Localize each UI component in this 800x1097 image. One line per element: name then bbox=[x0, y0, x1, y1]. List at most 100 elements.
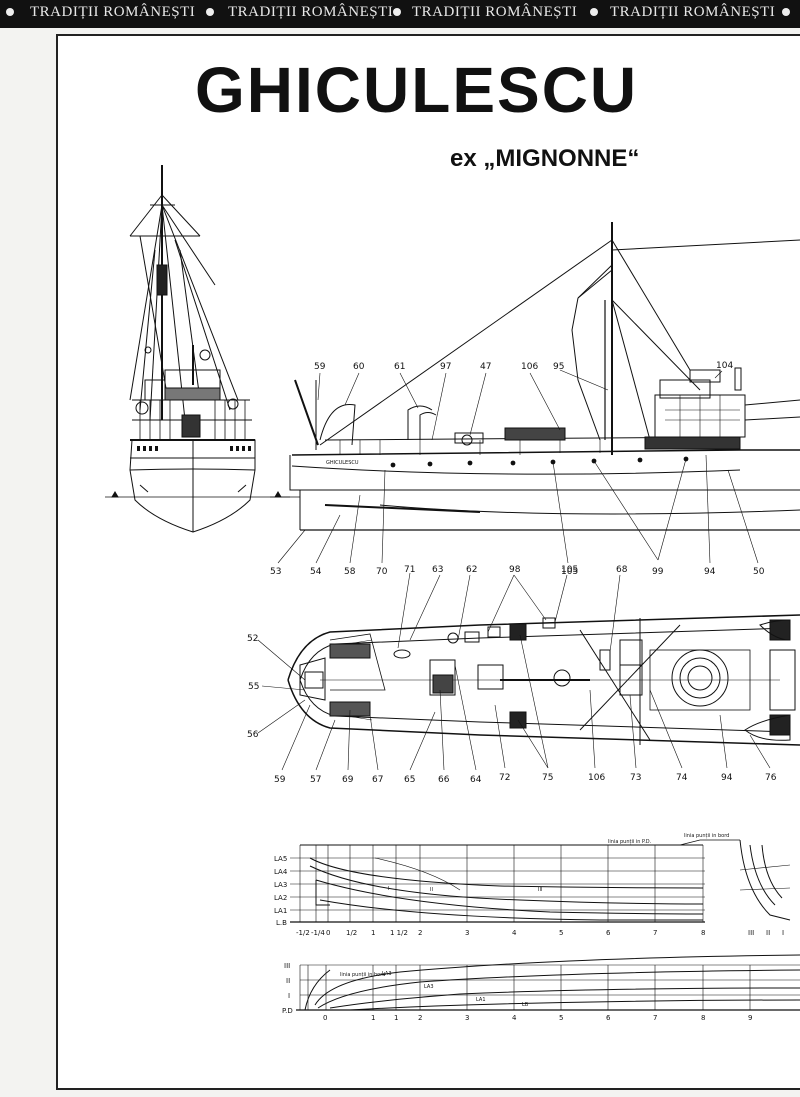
station-label: 5 bbox=[559, 929, 563, 937]
callout-label: 62 bbox=[466, 565, 477, 575]
station-label: 3 bbox=[465, 1014, 469, 1022]
bullet-icon bbox=[590, 8, 598, 16]
callout-label: 74 bbox=[676, 773, 688, 783]
station-label: 1/2 bbox=[346, 929, 357, 937]
station-label: 0 bbox=[326, 929, 330, 937]
page-title: GHICULESCU bbox=[195, 54, 639, 126]
banner-text: TRADIȚII ROMÂNEȘTI bbox=[30, 4, 196, 20]
station-label: 1 bbox=[394, 1014, 398, 1022]
curve-label: I bbox=[388, 886, 389, 892]
station-label: 4 bbox=[512, 1014, 517, 1022]
callout-label: 75 bbox=[542, 773, 553, 783]
callout-label: 47 bbox=[480, 362, 491, 372]
callout-label: 105 bbox=[561, 565, 578, 575]
station-label: 2 bbox=[418, 1014, 422, 1022]
bullet-icon bbox=[782, 8, 790, 16]
callout-label: 72 bbox=[499, 773, 510, 783]
station-label: 2 bbox=[418, 929, 422, 937]
banner-text: TRADIȚII ROMÂNEȘTI bbox=[610, 4, 776, 20]
row-label: LA3 bbox=[274, 881, 287, 889]
station-label: 4 bbox=[512, 929, 517, 937]
callout-label: 55 bbox=[248, 682, 259, 692]
callout-label: 65 bbox=[404, 775, 415, 785]
station-label: 3 bbox=[465, 929, 469, 937]
bullet-icon bbox=[206, 8, 214, 16]
callout-label: 68 bbox=[616, 565, 628, 575]
row-label: LA4 bbox=[274, 868, 288, 876]
annotation-label: linia punții in bord bbox=[684, 833, 729, 839]
section-label: I bbox=[782, 929, 784, 937]
callout-label: 105 bbox=[561, 567, 578, 577]
callout-label: 61 bbox=[394, 362, 405, 372]
callout-label: 53 bbox=[270, 567, 281, 577]
callout-label: 63 bbox=[432, 565, 443, 575]
callout-label: 52 bbox=[247, 634, 258, 644]
station-label: 1 bbox=[371, 1014, 375, 1022]
station-label: -1/2 bbox=[296, 929, 310, 937]
callout-label: 104 bbox=[716, 361, 733, 371]
station-label: 8 bbox=[701, 929, 705, 937]
station-label: 6 bbox=[606, 1014, 611, 1022]
callout-label: 58 bbox=[344, 567, 356, 577]
callout-label: 70 bbox=[376, 567, 388, 577]
station-label: 8 bbox=[701, 1014, 705, 1022]
banner: TRADIȚII ROMÂNEȘTI TRADIȚII ROMÂNEȘTI TR… bbox=[0, 0, 800, 28]
waterline-plan bbox=[290, 839, 791, 923]
bullet-icon bbox=[6, 8, 14, 16]
station-label: 7 bbox=[653, 929, 657, 937]
row-label: LA1 bbox=[274, 907, 287, 915]
curve-label: II bbox=[430, 887, 433, 893]
callout-label: 67 bbox=[372, 775, 383, 785]
curve-label: LB bbox=[522, 1002, 529, 1008]
callout-label: 106 bbox=[521, 362, 538, 372]
callout-label: 59 bbox=[314, 362, 326, 372]
waterline-labels: linia punții in P.D. linia punții in bor… bbox=[274, 833, 784, 937]
callout-label: 50 bbox=[753, 567, 765, 577]
callout-label: 99 bbox=[652, 567, 664, 577]
callout-label: 97 bbox=[440, 362, 451, 372]
row-label: P.D bbox=[282, 1007, 293, 1015]
callout-label: 69 bbox=[342, 775, 354, 785]
section-label: II bbox=[766, 929, 770, 937]
curve-label: linia punții in bord bbox=[340, 972, 385, 978]
station-label: 7 bbox=[653, 1014, 657, 1022]
bullet-icon bbox=[393, 8, 401, 16]
callout-label: 95 bbox=[553, 362, 564, 372]
row-label: I bbox=[288, 992, 290, 1000]
callout-label: 64 bbox=[470, 775, 482, 785]
callout-label: 59 bbox=[274, 775, 286, 785]
station-label: 9 bbox=[748, 1014, 752, 1022]
callout-label: 56 bbox=[247, 730, 259, 740]
deck-plan bbox=[257, 572, 800, 771]
sheer-labels: III II I P.D 0 1 1 2 3 4 5 6 7 8 9 linia… bbox=[282, 962, 752, 1022]
curve-label: LA3 bbox=[382, 971, 392, 977]
callout-label: 94 bbox=[704, 567, 716, 577]
callout-label: 98 bbox=[509, 565, 521, 575]
curve-label: LA1 bbox=[476, 997, 486, 1003]
curve-label: LA3 bbox=[424, 984, 434, 990]
station-label: 5 bbox=[559, 1014, 563, 1022]
callout-label: 73 bbox=[630, 773, 641, 783]
callout-label: 54 bbox=[310, 567, 322, 577]
banner-text: TRADIȚII ROMÂNEȘTI bbox=[412, 4, 578, 20]
callout-label: 66 bbox=[438, 775, 450, 785]
callout-label: 94 bbox=[721, 773, 733, 783]
callout-label: 76 bbox=[765, 773, 777, 783]
row-label: LA5 bbox=[274, 855, 287, 863]
profile-callouts: 59 60 61 97 47 106 95 104 53 54 58 70 10… bbox=[270, 361, 765, 577]
callout-label: 106 bbox=[588, 773, 605, 783]
sheer-plan bbox=[296, 954, 800, 1011]
row-label: LA2 bbox=[274, 894, 287, 902]
annotation-label: linia punții in P.D. bbox=[608, 839, 652, 845]
curve-label: III bbox=[538, 887, 542, 893]
front-view bbox=[105, 165, 290, 533]
callout-label: 60 bbox=[353, 362, 365, 372]
callout-label: 71 bbox=[404, 565, 415, 575]
banner-text: TRADIȚII ROMÂNEȘTI bbox=[228, 4, 394, 20]
row-label: L.B bbox=[276, 919, 287, 927]
station-label: 1 1/2 bbox=[390, 929, 408, 937]
profile-view bbox=[270, 222, 800, 564]
row-label: III bbox=[284, 962, 290, 970]
station-label: 0 bbox=[323, 1014, 327, 1022]
